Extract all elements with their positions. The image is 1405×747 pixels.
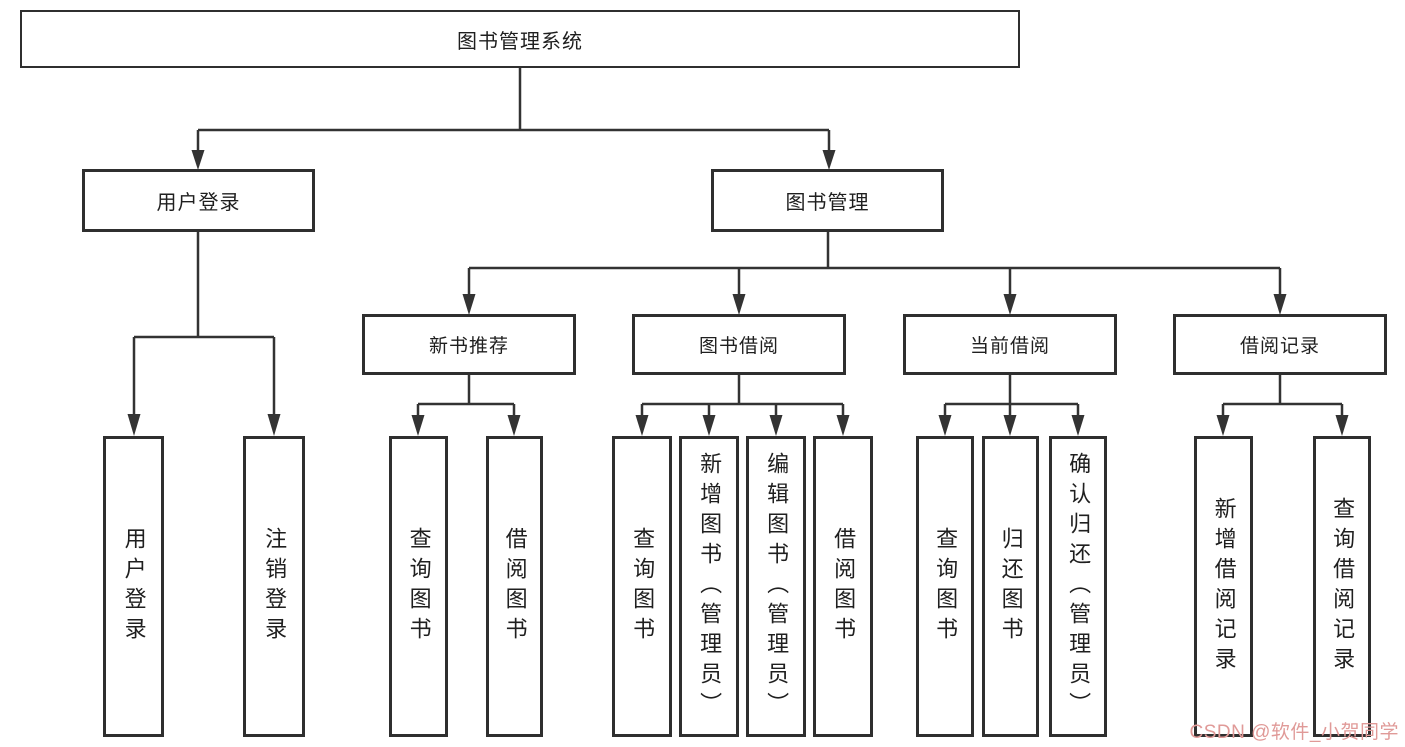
connector-book-mgmt bbox=[462, 232, 1287, 315]
node-borrow-record: 借阅记录 bbox=[1173, 314, 1387, 375]
node-book-management: 图书管理 bbox=[711, 169, 944, 232]
leaf-confirm-return-admin: 确认归还（管理员） bbox=[1049, 436, 1107, 737]
leaf-borrow-book: 借阅图书 bbox=[813, 436, 873, 737]
leaf-label: 用户登录 bbox=[121, 526, 147, 647]
connector-book-borrow bbox=[635, 375, 850, 436]
leaf-label: 注销登录 bbox=[262, 526, 288, 647]
leaf-label: 查询图书 bbox=[933, 526, 959, 647]
connector-current-borrow bbox=[938, 375, 1085, 436]
leaf-user-login: 用户登录 bbox=[103, 436, 164, 737]
leaf-borrow-book-recommend: 借阅图书 bbox=[486, 436, 543, 737]
connector-root bbox=[191, 68, 836, 170]
node-current-borrow: 当前借阅 bbox=[903, 314, 1117, 375]
leaf-label: 借阅图书 bbox=[831, 526, 857, 647]
connector-new-book bbox=[411, 375, 521, 436]
leaf-edit-book-admin: 编辑图书（管理员） bbox=[746, 436, 806, 737]
leaf-logout: 注销登录 bbox=[243, 436, 305, 737]
leaf-label: 新增图书（管理员） bbox=[697, 451, 723, 722]
leaf-add-book-admin: 新增图书（管理员） bbox=[679, 436, 739, 737]
node-library-system: 图书管理系统 bbox=[20, 10, 1020, 68]
leaf-label: 新增借阅记录 bbox=[1211, 496, 1237, 677]
leaf-add-borrow-record: 新增借阅记录 bbox=[1194, 436, 1253, 737]
watermark: CSDN @软件_小贺同学 bbox=[1189, 722, 1399, 743]
node-new-book-recommend: 新书推荐 bbox=[362, 314, 576, 375]
leaf-query-borrow-record: 查询借阅记录 bbox=[1313, 436, 1371, 737]
leaf-label: 归还图书 bbox=[998, 526, 1024, 647]
leaf-return-book: 归还图书 bbox=[982, 436, 1039, 737]
leaf-query-book-recommend: 查询图书 bbox=[389, 436, 448, 737]
leaf-label: 查询图书 bbox=[630, 526, 656, 647]
connector-user-login bbox=[127, 232, 281, 436]
node-book-borrow: 图书借阅 bbox=[632, 314, 846, 375]
leaf-label: 编辑图书（管理员） bbox=[764, 451, 790, 722]
leaf-label: 确认归还（管理员） bbox=[1066, 451, 1092, 722]
leaf-query-book-current: 查询图书 bbox=[916, 436, 974, 737]
leaf-label: 查询借阅记录 bbox=[1330, 496, 1356, 677]
node-user-login: 用户登录 bbox=[82, 169, 315, 232]
connector-borrow-record bbox=[1216, 375, 1349, 436]
leaf-label: 借阅图书 bbox=[502, 526, 528, 647]
leaf-label: 查询图书 bbox=[406, 526, 432, 647]
leaf-query-book-borrow: 查询图书 bbox=[612, 436, 672, 737]
